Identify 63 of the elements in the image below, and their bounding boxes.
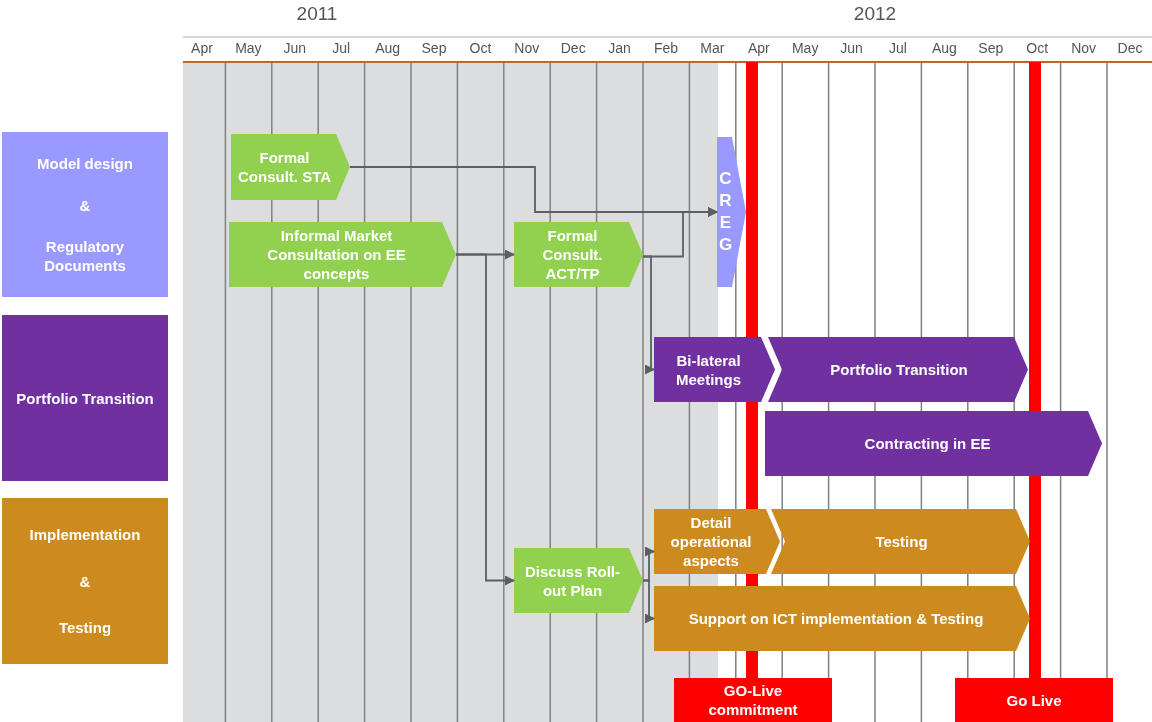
task-label: Formal Consult. ACT/TP: [541, 226, 604, 283]
task-label: GO-Live commitment: [707, 681, 799, 719]
month-label: Oct: [468, 39, 493, 56]
task-label: Regulatory Documents: [43, 236, 127, 275]
task-label: Discuss Roll-out Plan: [524, 561, 621, 600]
month-label: Mar: [699, 39, 726, 56]
task-label: Go Live: [1006, 690, 1062, 710]
month-label: Aug: [374, 39, 402, 56]
task-label: Contracting in EE: [864, 434, 991, 453]
task-label: Testing: [875, 532, 928, 551]
task-block: [514, 222, 643, 287]
month-label: May: [790, 39, 820, 56]
connector-arrow: [642, 546, 655, 582]
month-label: Apr: [190, 39, 214, 56]
task-label: Support on ICT implementation & Testing: [688, 609, 984, 628]
month-label: Aug: [930, 39, 958, 56]
milestone-box: [955, 678, 1113, 722]
task-label: Implementation: [29, 525, 141, 545]
task-label: Testing: [58, 617, 112, 637]
task-block: [231, 134, 350, 200]
task-label: CREG: [718, 168, 733, 256]
month-label: Feb: [652, 39, 680, 56]
month-label: Sep: [420, 39, 448, 56]
month-label: Dec: [559, 39, 587, 56]
task-block: [717, 137, 746, 287]
task-block: [514, 548, 643, 613]
task-label: &: [79, 571, 91, 591]
task-block: [654, 337, 775, 402]
connector-arrow: [642, 255, 655, 375]
month-label: Dec: [1116, 39, 1144, 56]
year-label: 2011: [295, 2, 339, 25]
task-label: Formal Consult. STA: [236, 148, 332, 186]
month-label: Oct: [1025, 39, 1050, 56]
month-label: Nov: [1070, 39, 1098, 56]
task-block: [229, 222, 456, 287]
task-label: &: [79, 195, 91, 215]
connector-arrow: [642, 579, 655, 624]
task-block: [768, 337, 1028, 402]
task-label: Bi-lateral Meetings: [675, 350, 742, 389]
month-label: Jul: [331, 39, 352, 56]
month-label: Jul: [888, 39, 908, 56]
month-label: Nov: [513, 39, 541, 56]
task-block: [765, 411, 1102, 476]
month-label: Jun: [839, 39, 864, 56]
month-label: Apr: [746, 39, 771, 56]
task-block: [654, 586, 1030, 651]
milestone-box: [674, 678, 832, 722]
task-block: [771, 509, 1030, 574]
row-header: [2, 315, 168, 481]
task-label: Portfolio Transition: [16, 388, 154, 408]
task-label: Model design: [37, 154, 133, 174]
row-header: [2, 498, 168, 664]
month-label: Sep: [977, 39, 1005, 56]
month-label: May: [234, 39, 263, 56]
month-label: Jan: [607, 39, 632, 56]
connector-arrow: [455, 253, 515, 586]
task-label: Informal Market Consultation on EE concepts: [266, 226, 407, 283]
task-label: Detail operational aspects: [669, 513, 753, 570]
row-header: [2, 132, 168, 297]
month-label: Jun: [282, 39, 308, 56]
year-label: 2012: [852, 2, 898, 25]
task-label: Portfolio Transition: [830, 360, 968, 379]
task-block: [654, 509, 780, 574]
